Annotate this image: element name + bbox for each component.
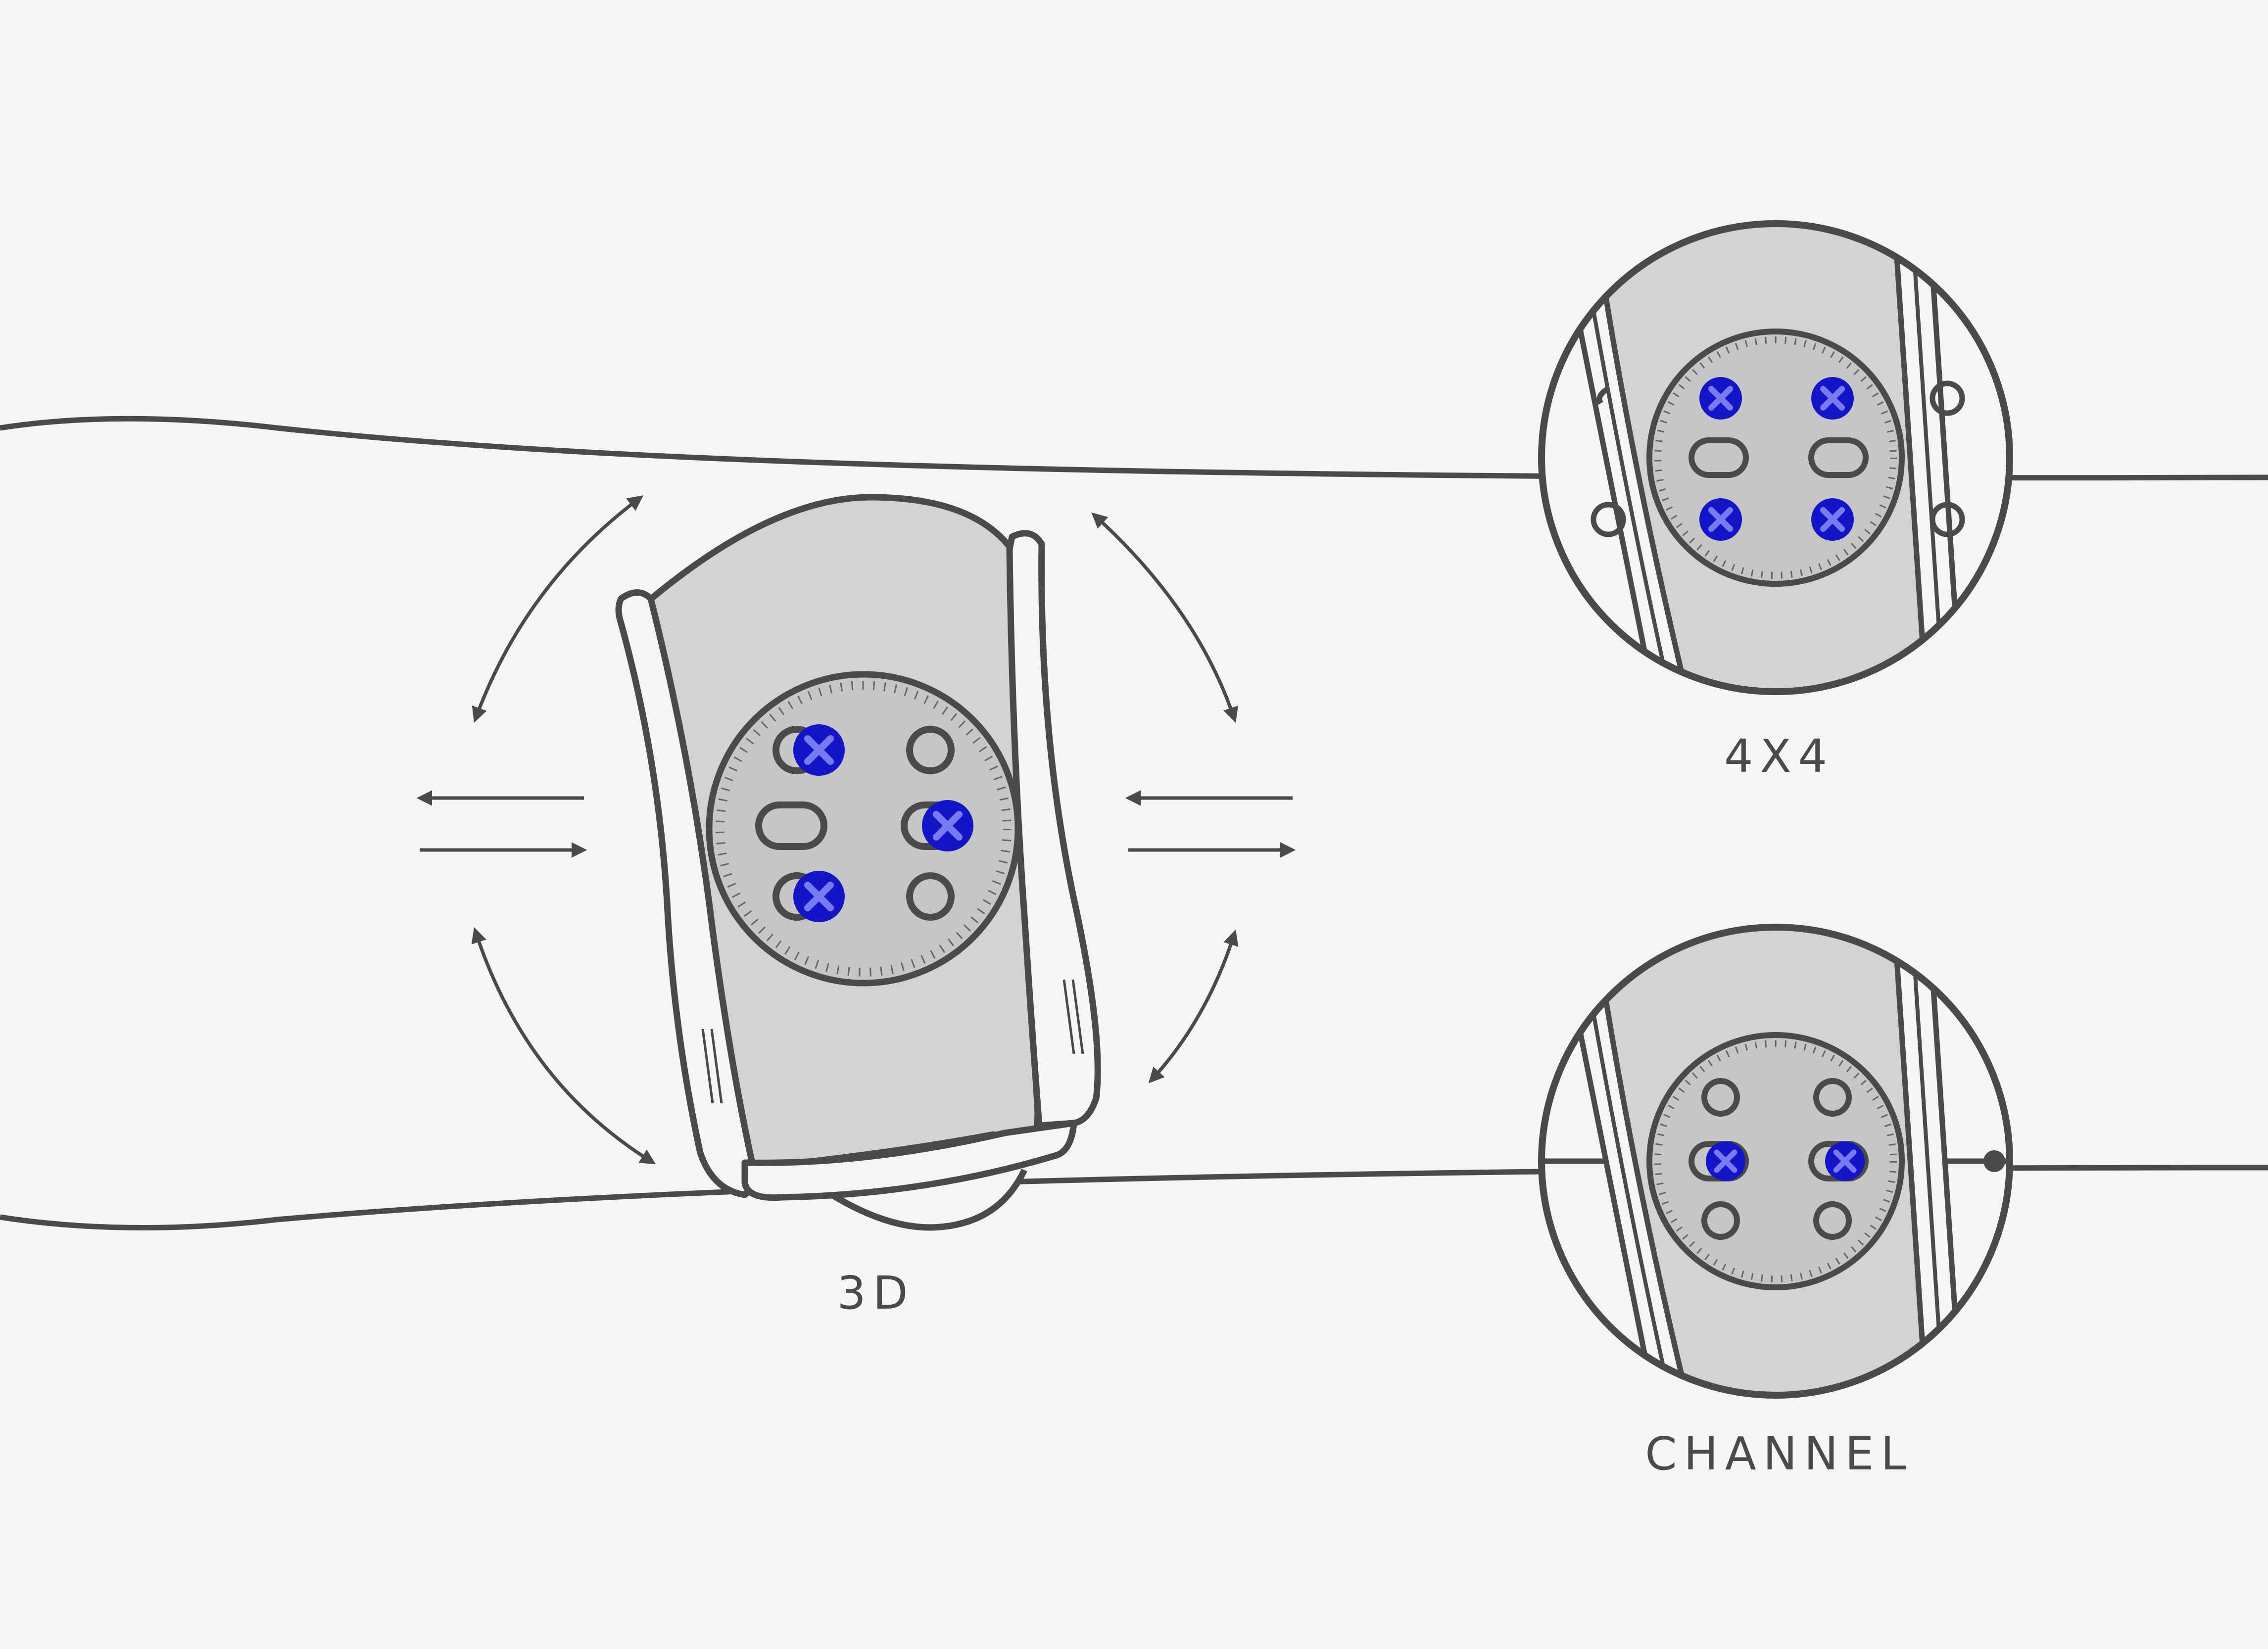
adjust-arrows-right xyxy=(1091,512,1296,1084)
screw-icon xyxy=(1699,498,1742,541)
label-3d: 3D xyxy=(837,1267,915,1319)
screw-icon xyxy=(1825,1141,1865,1181)
screw-icon xyxy=(1811,498,1854,541)
screw-icon xyxy=(1699,377,1742,420)
detail-channel xyxy=(1538,924,2013,1399)
binding-3d xyxy=(615,494,1101,1231)
label-4x4: 4X4 xyxy=(1724,730,1834,783)
adjust-arrow-icon xyxy=(472,495,644,723)
adjust-arrow-icon xyxy=(1148,929,1239,1084)
detail-4x4 xyxy=(1538,220,2013,695)
adjust-arrows-left xyxy=(416,495,656,1165)
label-channel: CHANNEL xyxy=(1645,1427,1913,1480)
screw-icon xyxy=(793,724,845,776)
adjust-arrow-icon xyxy=(1091,512,1238,723)
screw-icon xyxy=(1706,1141,1745,1181)
screw-icon xyxy=(1811,377,1854,420)
screw-icon xyxy=(922,800,973,851)
adjust-arrow-icon xyxy=(471,927,656,1165)
screw-icon xyxy=(793,871,845,922)
